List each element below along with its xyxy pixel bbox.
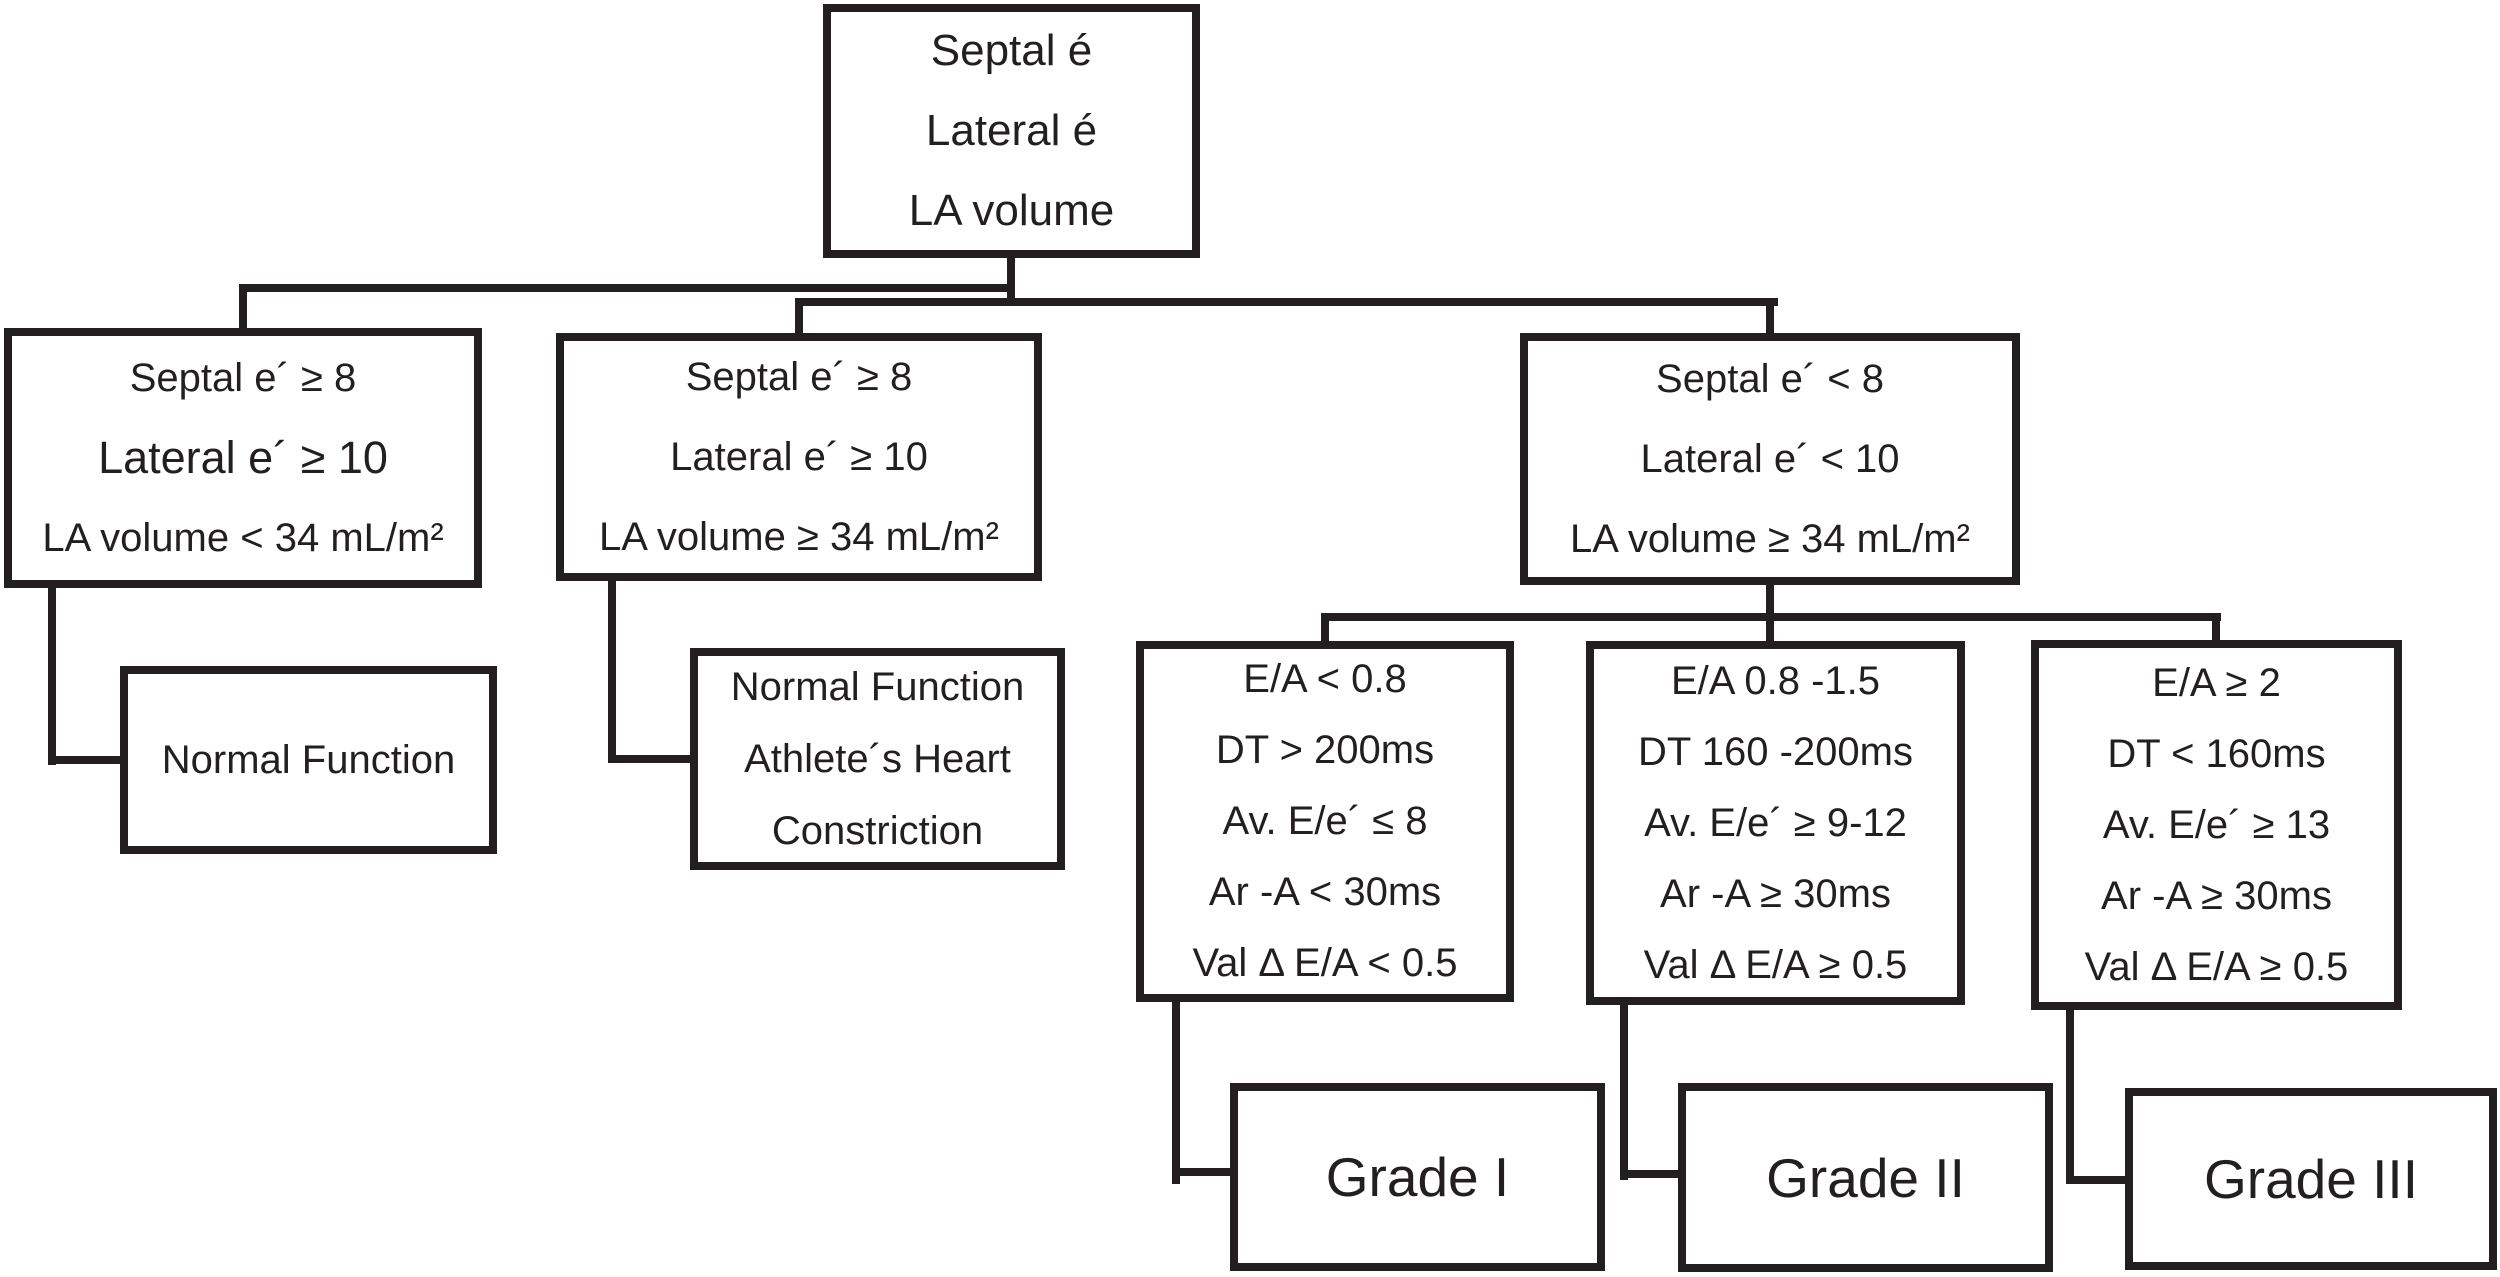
node-mid-criteria-line-3: LA volume ≥ 34 mL/m²	[599, 515, 999, 559]
node-right-criteria: Septal e´ < 8 Lateral e´ < 10 LA volume …	[1520, 333, 2020, 585]
node-grade3-criteria-line-2: DT < 160ms	[2107, 731, 2326, 776]
node-right-criteria-line-1: Septal e´ < 8	[1656, 357, 1884, 401]
node-grade2-criteria-line-2: DT 160 -200ms	[1638, 729, 1913, 774]
connector-grade3-vertical	[2066, 1002, 2074, 1184]
node-normal-function-line-1: Normal Function	[161, 738, 456, 782]
node-root-line-2: Lateral é	[925, 106, 1098, 155]
connector-grade2-vertical	[1620, 997, 1628, 1180]
node-athlete-heart-line-2: Athlete´s Heart	[744, 737, 1011, 781]
node-right-criteria-line-3: LA volume ≥ 34 mL/m²	[1570, 517, 1970, 561]
node-grade3: Grade III	[2125, 1088, 2497, 1270]
node-grade2: Grade II	[1678, 1083, 2053, 1272]
node-grade2-criteria: E/A 0.8 -1.5 DT 160 -200ms Av. E/e´ ≥ 9-…	[1586, 641, 1965, 1005]
node-right-criteria-line-2: Lateral e´ < 10	[1640, 437, 1900, 481]
connector-normal-function-horizontal	[48, 756, 128, 764]
connector-mid-branch-drop	[795, 298, 803, 341]
node-left-criteria-line-3: LA volume < 34 mL/m²	[42, 516, 444, 560]
node-grade1-criteria-line-4: Ar -A < 30ms	[1208, 870, 1442, 914]
connector-right-branch-drop	[1766, 298, 1774, 341]
connector-mid-right-branch-horizontal	[795, 298, 1778, 306]
connector-grade2-horizontal	[1620, 1170, 1686, 1178]
connector-athlete-heart-vertical	[608, 573, 616, 763]
node-mid-criteria: Septal e´ ≥ 8 Lateral e´ ≥ 10 LA volume …	[556, 333, 1042, 581]
node-athlete-heart-line-1: Normal Function	[730, 665, 1025, 709]
node-grade3-criteria-line-5: Val Δ E/A ≥ 0.5	[2084, 944, 2349, 989]
node-mid-criteria-line-2: Lateral e´ ≥ 10	[670, 435, 928, 479]
node-grade2-criteria-line-1: E/A 0.8 -1.5	[1670, 658, 1881, 703]
connector-grade1-horizontal	[1172, 1168, 1238, 1176]
node-grade3-criteria: E/A ≥ 2 DT < 160ms Av. E/e´ ≥ 13 Ar -A ≥…	[2031, 640, 2402, 1010]
connector-grades-horizontal	[1321, 613, 2221, 621]
connector-left-branch-horizontal	[239, 284, 1015, 292]
node-normal-function: Normal Function	[120, 666, 497, 854]
node-mid-criteria-line-1: Septal e´ ≥ 8	[685, 355, 913, 399]
node-grade2-criteria-line-5: Val Δ E/A ≥ 0.5	[1643, 942, 1908, 987]
node-grade3-criteria-line-3: Av. E/e´ ≥ 13	[2102, 802, 2331, 847]
node-grade1-criteria: E/A < 0.8 DT > 200ms Av. E/e´ ≤ 8 Ar -A …	[1136, 641, 1514, 1002]
node-grade2-label: Grade II	[1766, 1146, 1965, 1209]
connector-grade3-criteria-drop	[2212, 613, 2220, 648]
node-left-criteria-line-2: Lateral e´ ≥ 10	[98, 432, 388, 483]
node-left-criteria: Septal e´ ≥ 8 Lateral e´ ≥ 10 LA volume …	[4, 328, 482, 588]
node-grade1-criteria-line-3: Av. E/e´ ≤ 8	[1222, 799, 1428, 843]
connector-left-branch-drop	[239, 284, 247, 336]
node-grade1-criteria-line-1: E/A < 0.8	[1243, 657, 1407, 701]
connector-normal-function-vertical	[48, 580, 56, 765]
node-athlete-heart: Normal Function Athlete´s Heart Constric…	[690, 648, 1065, 870]
connector-grade3-horizontal	[2066, 1176, 2133, 1184]
node-grade3-criteria-line-1: E/A ≥ 2	[2152, 660, 2281, 705]
node-grade1: Grade I	[1230, 1083, 1605, 1271]
node-root: Septal é Lateral é LA volume	[823, 4, 1200, 258]
node-grade2-criteria-line-4: Ar -A ≥ 30ms	[1660, 871, 1891, 916]
node-grade2-criteria-line-3: Av. E/e´ ≥ 9-12	[1644, 800, 1907, 845]
node-left-criteria-line-1: Septal e´ ≥ 8	[129, 356, 357, 400]
connector-athlete-heart-horizontal	[608, 755, 698, 763]
node-grade1-label: Grade I	[1325, 1146, 1510, 1208]
node-athlete-heart-line-3: Constriction	[771, 809, 984, 853]
node-grade1-criteria-line-5: Val Δ E/A < 0.5	[1192, 941, 1458, 985]
node-grade3-label: Grade III	[2204, 1148, 2418, 1210]
connector-grade1-vertical	[1172, 994, 1180, 1184]
connector-root-stem	[1007, 255, 1015, 306]
node-grade1-criteria-line-2: DT > 200ms	[1215, 728, 1435, 772]
node-root-line-3: LA volume	[908, 186, 1115, 235]
connector-grade1-criteria-drop	[1321, 613, 1329, 649]
node-root-line-1: Septal é	[930, 26, 1093, 75]
node-grade3-criteria-line-4: Ar -A ≥ 30ms	[2101, 873, 2332, 918]
